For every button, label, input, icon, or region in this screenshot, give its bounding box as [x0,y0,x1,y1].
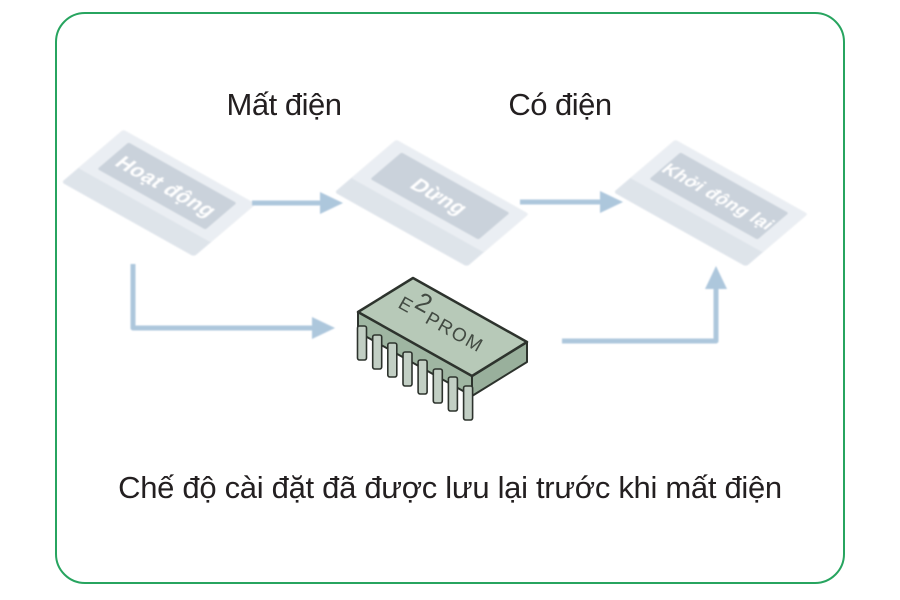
chip-pin [356,325,368,361]
state-box-stopped: Dừng [335,140,528,266]
arrow-save-to-eeprom-icon [130,264,335,339]
chip-top-face [356,276,529,378]
chip-pin [371,334,383,370]
state-flow-layer: Hoạt động Dừng Khởi động lại [62,130,807,344]
state-box-restart: Khởi động lại [614,140,807,266]
eeprom-chip: E2PROM [356,276,529,421]
chip-pin [386,342,398,378]
chip-pins [356,325,474,421]
power-loss-label: Mất điện [226,87,342,122]
state-box-active: Hoạt động [62,130,255,256]
chip-pin [462,385,474,421]
chip-pin [447,376,459,412]
tray-inner [98,143,236,229]
tray-inner [371,153,509,239]
power-on-label: Có điện [508,87,612,122]
tray-inner [650,153,788,239]
arrow-power-on-icon [520,191,623,213]
caption-text: Chế độ cài đặt đã được lưu lại trước khi… [118,470,782,505]
chip-pin [402,351,413,387]
arrow-restore-from-eeprom-icon [562,266,727,344]
chip-pin [417,359,428,395]
chip-pin [432,368,444,404]
arrow-power-loss-icon [252,192,343,214]
